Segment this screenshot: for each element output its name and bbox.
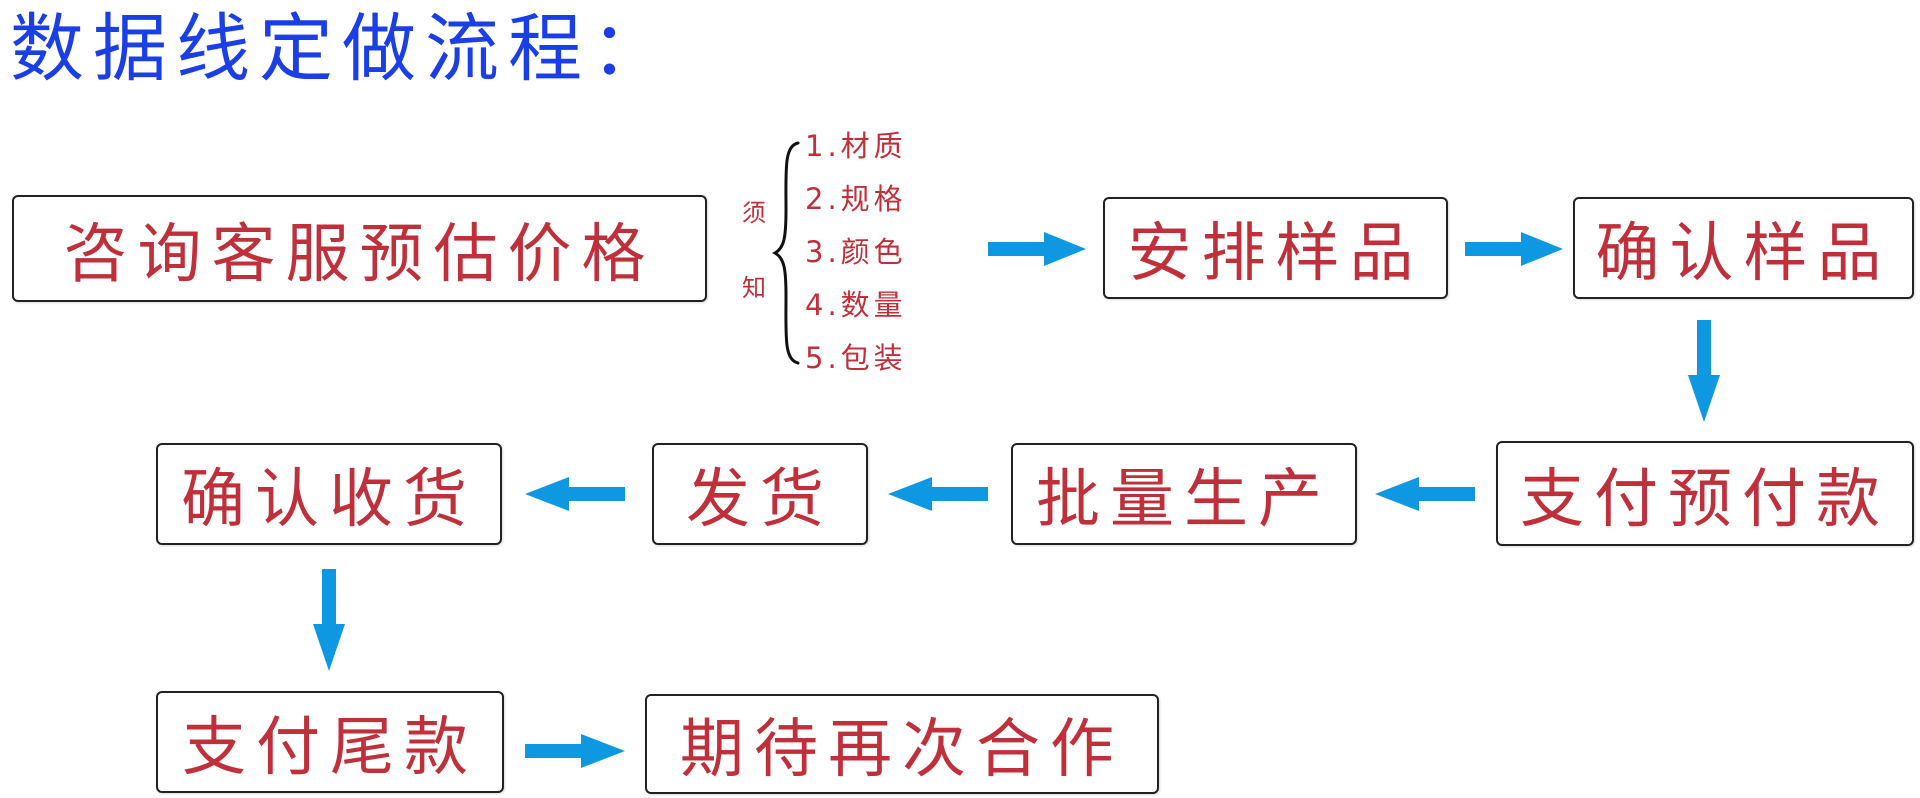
step-box-confirm-sample: 确认样品 bbox=[1573, 197, 1914, 299]
notice-label-2: 知 bbox=[742, 274, 766, 302]
step-box-mass-production: 批量生产 bbox=[1011, 443, 1357, 545]
step-box-consult: 咨询客服预估价格 bbox=[12, 195, 707, 302]
step-label-ship: 发货 bbox=[686, 463, 834, 537]
notice-item: 4.数量 bbox=[805, 288, 907, 322]
arrow-left-icon bbox=[1375, 477, 1475, 511]
arrow-left-icon bbox=[888, 477, 988, 511]
notice-item: 2.规格 bbox=[805, 182, 907, 216]
step-box-cooperate-again: 期待再次合作 bbox=[645, 694, 1159, 794]
step-label-cooperate-again: 期待再次合作 bbox=[680, 713, 1124, 787]
step-box-confirm-receipt: 确认收货 bbox=[156, 443, 502, 545]
step-label-final-pay: 支付尾款 bbox=[182, 711, 478, 785]
step-box-sample: 安排样品 bbox=[1103, 197, 1448, 299]
step-label-confirm-sample: 确认样品 bbox=[1595, 217, 1892, 291]
arrow-left-icon bbox=[525, 477, 625, 511]
notice-item: 3.颜色 bbox=[805, 235, 907, 269]
notice-list: 1.材质 2.规格 3.颜色 4.数量 5.包装 bbox=[805, 120, 907, 385]
arrow-right-icon bbox=[1465, 232, 1563, 266]
step-box-ship: 发货 bbox=[652, 443, 868, 545]
step-label-prepay: 支付预付款 bbox=[1520, 462, 1890, 537]
arrow-down-icon bbox=[1688, 320, 1720, 422]
arrow-right-icon bbox=[988, 232, 1086, 266]
step-box-prepay: 支付预付款 bbox=[1496, 441, 1914, 546]
step-label-sample: 安排样品 bbox=[1127, 217, 1424, 291]
step-box-final-pay: 支付尾款 bbox=[156, 691, 504, 793]
notice-item: 5.包装 bbox=[805, 341, 907, 375]
curly-brace-icon bbox=[771, 141, 800, 365]
step-label-mass-production: 批量生产 bbox=[1036, 463, 1332, 537]
arrow-right-icon bbox=[525, 734, 625, 768]
notice-item: 1.材质 bbox=[805, 129, 907, 163]
step-label-confirm-receipt: 确认收货 bbox=[181, 463, 477, 537]
arrow-down-icon bbox=[313, 569, 345, 671]
notice-label-1: 须 bbox=[742, 199, 766, 227]
page-title: 数据线定做流程： bbox=[10, 6, 674, 92]
step-label-consult: 咨询客服预估价格 bbox=[63, 217, 656, 292]
